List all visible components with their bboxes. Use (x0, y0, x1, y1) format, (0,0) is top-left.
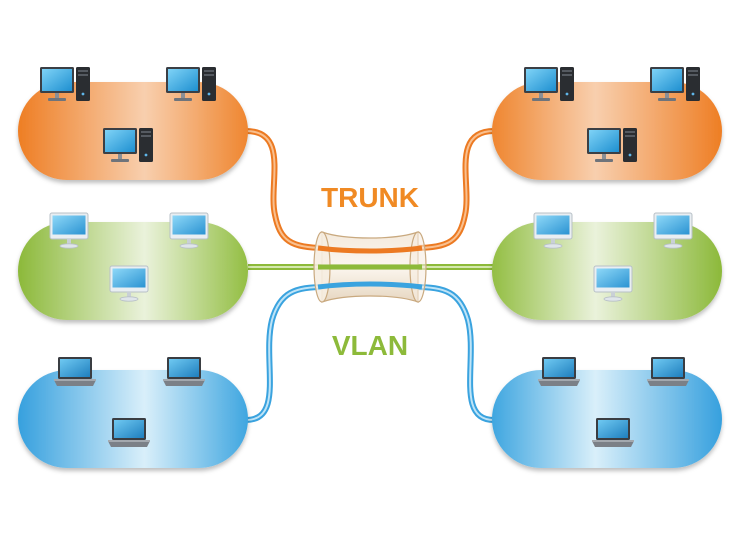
laptop-icon (592, 418, 634, 447)
laptop-icon (538, 357, 580, 386)
orange-cable-right (412, 128, 497, 251)
trunk-tube (313, 231, 427, 303)
blue-cable-right (412, 284, 497, 423)
laptop-icon (163, 357, 205, 386)
trunk-label: TRUNK (321, 182, 419, 213)
laptop-icon (108, 418, 150, 447)
blue-cable-left (243, 284, 328, 423)
vlan-label: VLAN (332, 330, 408, 361)
orange-cable-left (243, 128, 328, 251)
laptop-icon (647, 357, 689, 386)
laptop-icon (54, 357, 96, 386)
